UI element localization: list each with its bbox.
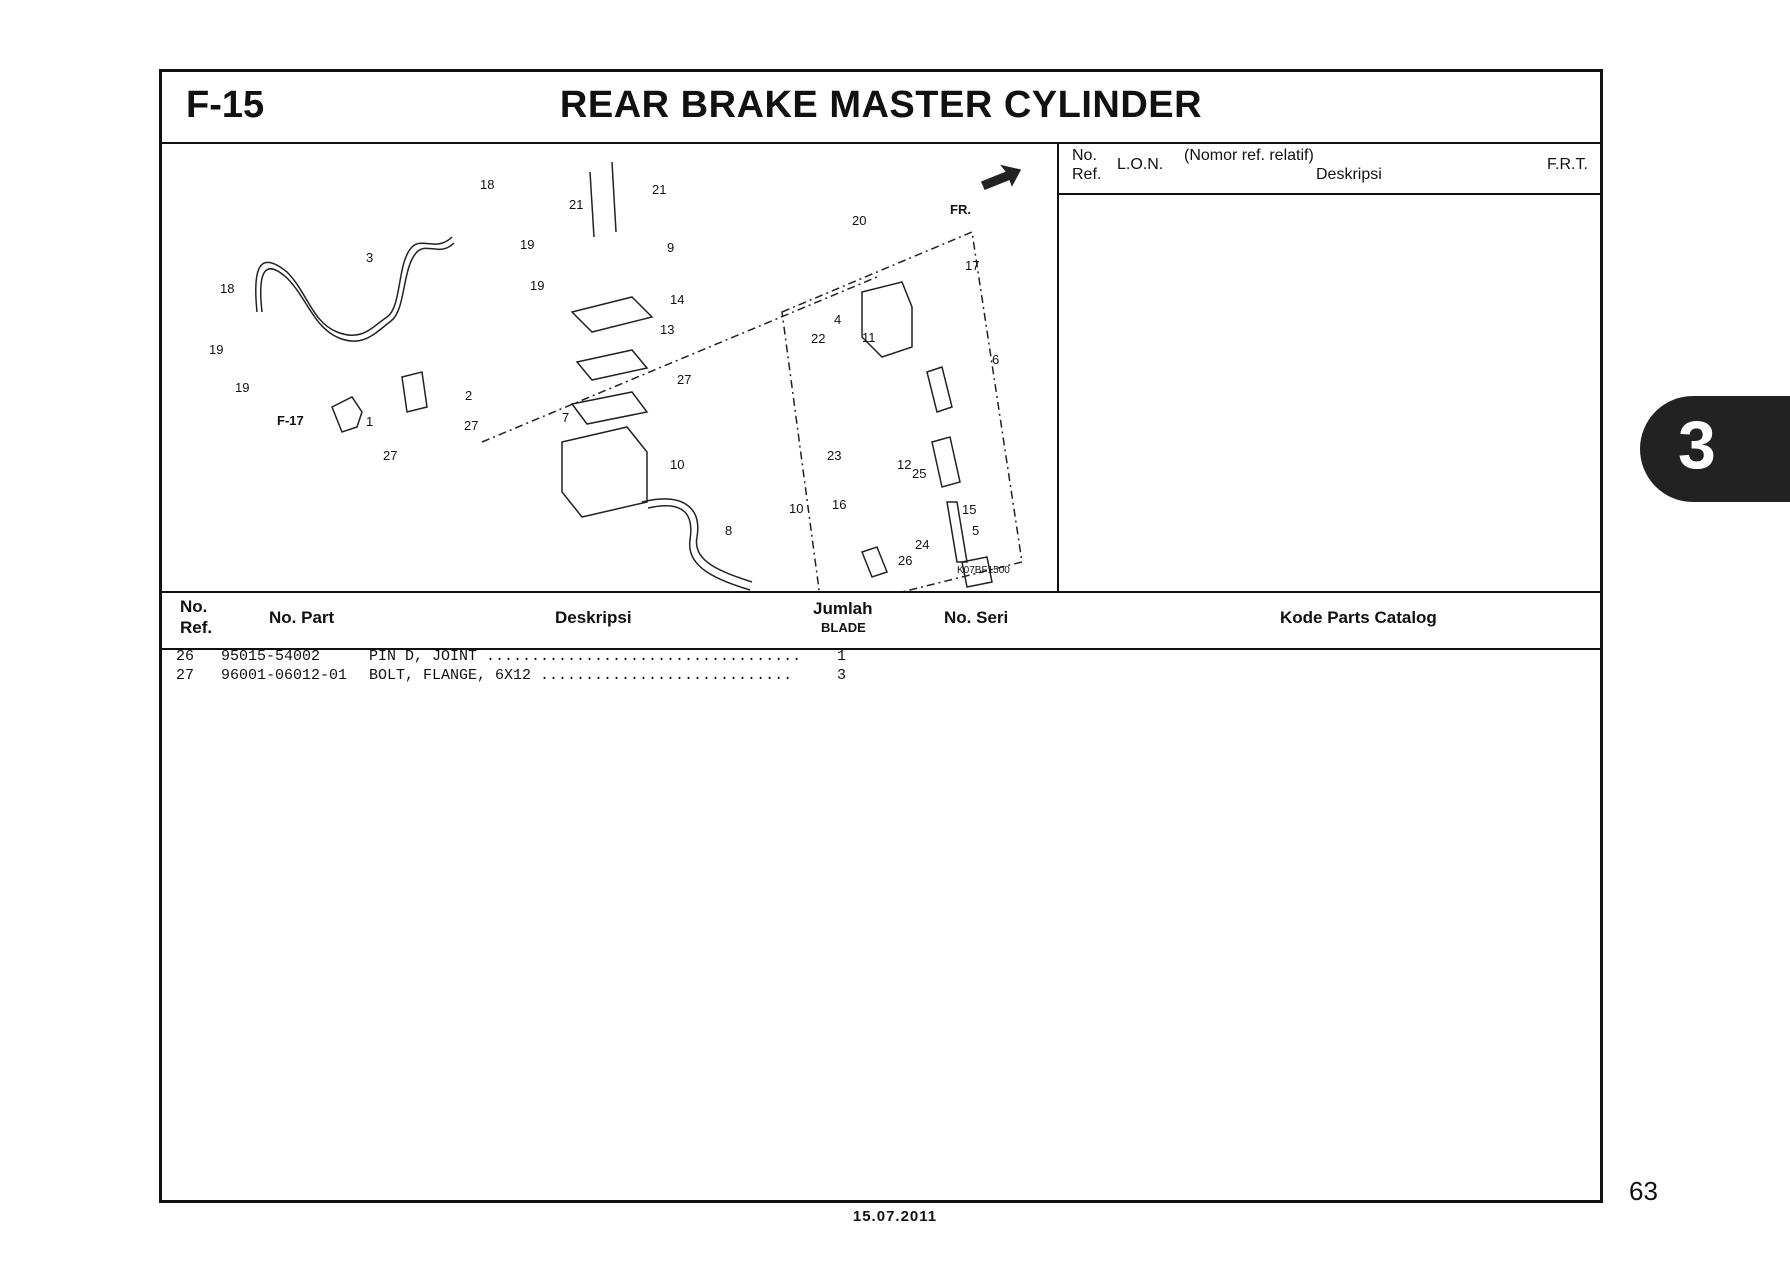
- reference-header: No. Ref. L.O.N. (Nomor ref. relatif) Des…: [1059, 142, 1600, 195]
- page-header: F-15 REAR BRAKE MASTER CYLINDER: [162, 72, 1600, 144]
- table-row: 26 95015-54002 PIN D, JOINT ............…: [162, 648, 862, 668]
- rhead-deskripsi: Deskripsi: [1316, 166, 1382, 183]
- page-frame: F-15 REAR BRAKE MASTER CYLINDER: [159, 69, 1603, 1203]
- row-part: 96001-06012-01: [221, 667, 348, 684]
- callout-10a: 10: [670, 457, 684, 472]
- callout-23: 23: [827, 448, 841, 463]
- parts-diagram: 1 2 3 4 5 6 7 8 9 10 10 11 12 13 14 15 1…: [162, 142, 1059, 591]
- figure-code: K07BF1500: [957, 565, 1010, 576]
- callout-18b: 18: [220, 281, 234, 296]
- brake-hose-outline: [260, 242, 455, 342]
- callout-25: 25: [912, 466, 926, 481]
- callout-4: 4: [834, 312, 841, 327]
- col-qty: Jumlah: [813, 599, 873, 618]
- piston: [931, 436, 961, 488]
- callout-27c: 27: [677, 372, 691, 387]
- callout-11: 11: [862, 330, 876, 345]
- callout-27b: 27: [383, 448, 397, 463]
- brake-hose: [255, 236, 453, 337]
- bolt-21a: [589, 171, 595, 238]
- callout-7: 7: [562, 410, 569, 425]
- page-number: 63: [1629, 1176, 1658, 1206]
- page-title: REAR BRAKE MASTER CYLINDER: [559, 84, 1203, 126]
- section-code: F-15: [186, 84, 265, 126]
- col-serial: No. Seri: [944, 608, 1009, 627]
- reservoir-diaphragm: [570, 391, 649, 425]
- callout-10b: 10: [789, 501, 803, 516]
- bolt-21b: [611, 161, 617, 233]
- callout-19c: 19: [209, 342, 223, 357]
- callout-14: 14: [670, 292, 684, 307]
- callout-19a: 19: [520, 237, 534, 252]
- callout-1: 1: [366, 414, 373, 429]
- reservoir-plate: [575, 349, 649, 381]
- row-part: 95015-54002: [221, 648, 321, 665]
- joint: [861, 546, 888, 578]
- row-ref: 26: [176, 648, 195, 665]
- callout-5: 5: [972, 523, 979, 538]
- col-part: No. Part: [269, 608, 335, 627]
- callout-17: 17: [965, 258, 979, 273]
- col-qty-sub: BLADE: [821, 620, 866, 635]
- callout-13: 13: [660, 322, 674, 337]
- col-desc: Deskripsi: [555, 608, 632, 627]
- callout-26: 26: [898, 553, 912, 568]
- callout-21b: 21: [652, 182, 666, 197]
- rhead-nomor: (Nomor ref. relatif): [1184, 147, 1314, 164]
- callout-24: 24: [915, 537, 929, 552]
- rhead-lon: L.O.N.: [1117, 156, 1164, 173]
- master-cylinder-assembly-outline: [781, 230, 1023, 591]
- section-tab: 3: [1640, 396, 1790, 502]
- callout-19b: 19: [530, 278, 544, 293]
- row-desc: BOLT, FLANGE, 6X12 .....................…: [369, 667, 793, 684]
- boot: [961, 556, 993, 588]
- print-date: 15.07.2011: [852, 1208, 938, 1225]
- reservoir-hose: [641, 498, 753, 583]
- rhead-ref: Ref.: [1072, 166, 1102, 183]
- callout-21a: 21: [569, 197, 583, 212]
- exploded-view-drawing: 1 2 3 4 5 6 7 8 9 10 10 11 12 13 14 15 1…: [209, 161, 1023, 591]
- section-tab-number: 3: [1678, 407, 1716, 483]
- col-ref: Ref.: [180, 618, 213, 637]
- callout-19d: 19: [235, 380, 249, 395]
- master-cylinder-body: [861, 281, 913, 358]
- spring: [926, 366, 953, 413]
- reservoir-cap: [570, 296, 654, 333]
- hose-clamp-1: [331, 396, 363, 433]
- callout-22: 22: [811, 331, 825, 346]
- callout-18a: 18: [480, 177, 494, 192]
- rhead-no: No.: [1072, 147, 1097, 164]
- col-no: No.: [180, 597, 208, 616]
- row-ref: 27: [176, 667, 195, 684]
- col-catalog: Kode Parts Catalog: [1280, 608, 1437, 627]
- f17-reference: F-17: [277, 413, 304, 428]
- brake-reservoir: [561, 426, 648, 518]
- callout-3: 3: [366, 250, 373, 265]
- parts-table-header: No. Ref. No. Part Deskripsi Jumlah BLADE…: [162, 591, 1600, 650]
- rhead-frt: F.R.T.: [1547, 156, 1588, 173]
- push-rod: [946, 501, 968, 563]
- callout-9: 9: [667, 240, 674, 255]
- fr-label: FR.: [950, 202, 971, 217]
- callout-27a: 27: [464, 418, 478, 433]
- row-qty: 1: [837, 648, 847, 665]
- table-row: 27 96001-06012-01 BOLT, FLANGE, 6X12 ...…: [162, 667, 862, 687]
- callout-20: 20: [852, 213, 866, 228]
- callout-16: 16: [832, 497, 846, 512]
- callout-6: 6: [992, 352, 999, 367]
- callout-8: 8: [725, 523, 732, 538]
- callout-2: 2: [465, 388, 472, 403]
- hose-bracket-2: [401, 371, 428, 413]
- reservoir-hose-outline: [647, 505, 751, 591]
- row-qty: 3: [837, 667, 847, 684]
- fr-arrow-icon: [981, 164, 1022, 190]
- row-desc: PIN D, JOINT ...........................…: [369, 648, 802, 665]
- callout-12: 12: [897, 457, 911, 472]
- callout-15: 15: [962, 502, 976, 517]
